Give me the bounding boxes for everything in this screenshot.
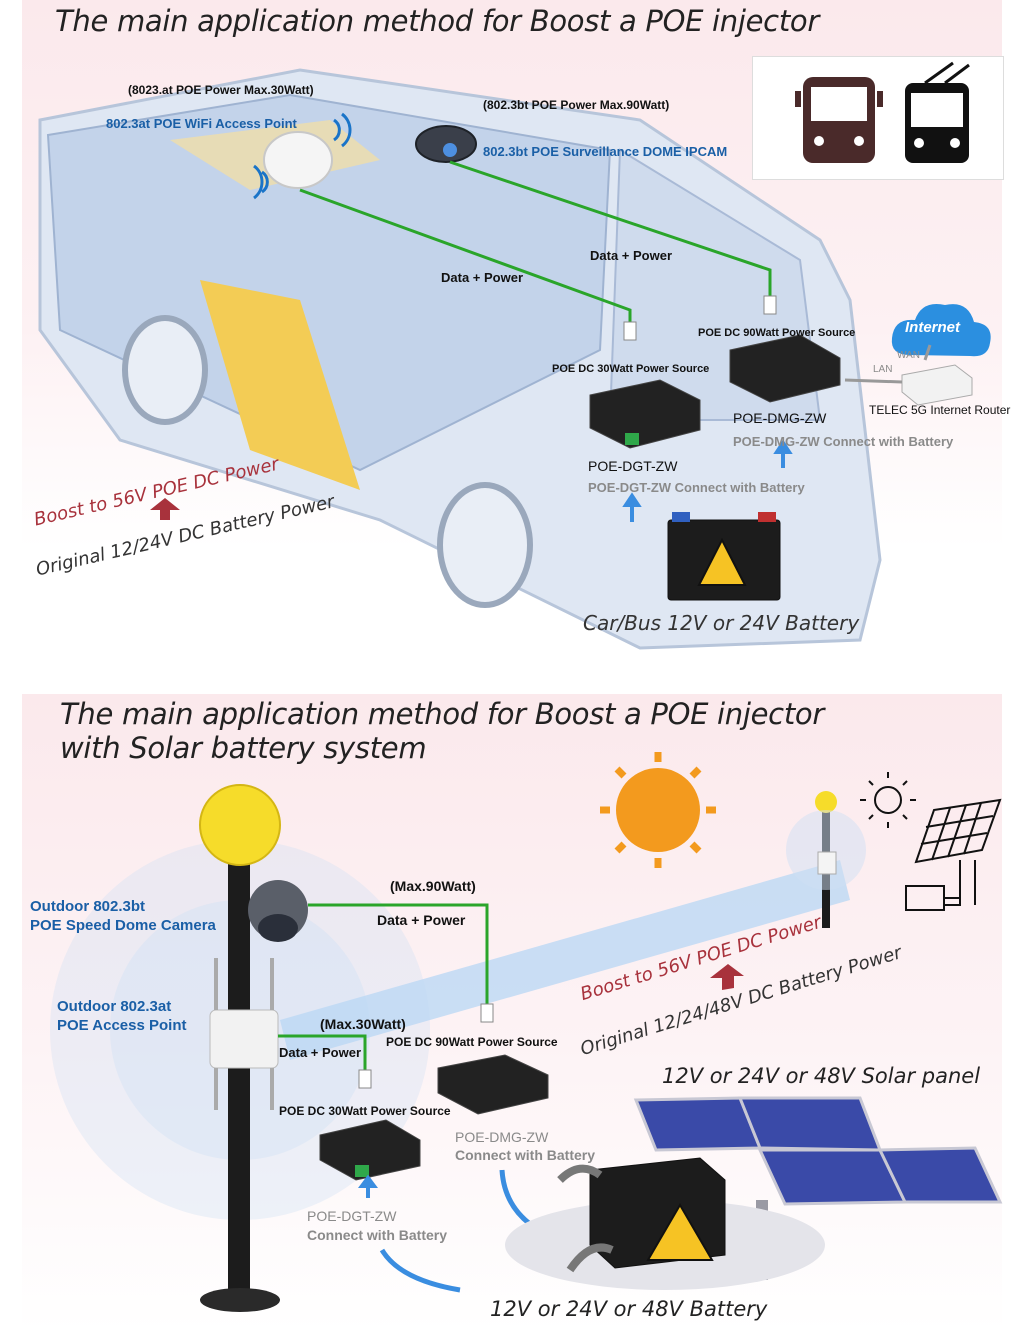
battery-clamp-right xyxy=(557,1164,603,1183)
section1-title: The main application method for Boost a … xyxy=(55,4,819,38)
data-power-label-ap: Data + Power xyxy=(441,270,524,285)
ap-label-line2: POE Access Point xyxy=(57,1017,187,1034)
max90-label: (Max.90Watt) xyxy=(390,878,476,894)
at-power-label: (8023.at POE Power Max.30Watt) xyxy=(128,83,314,97)
dome-cam-label: 802.3bt POE Surveillance DOME IPCAM xyxy=(483,144,728,159)
dmg-name-label: POE-DMG-ZW xyxy=(733,410,827,426)
source-90-label-2: POE DC 90Watt Power Source xyxy=(386,1035,558,1049)
source-30-label-2: POE DC 30Watt Power Source xyxy=(279,1104,451,1118)
cam-label-line1: Outdoor 802.3bt xyxy=(30,898,146,915)
cable-ap xyxy=(278,1034,367,1072)
solar-panel-label: 12V or 24V or 48V Solar panel xyxy=(662,1064,981,1088)
internet-label: Internet xyxy=(905,319,961,336)
cable-dome xyxy=(308,903,489,1005)
bus-wheel-front xyxy=(437,482,533,608)
wan-label: WAN xyxy=(897,350,920,361)
dgt-injector-device-2 xyxy=(319,1119,421,1181)
arrow-curve-dgt xyxy=(379,1248,461,1293)
solar-panel-array xyxy=(633,1096,1003,1280)
dome-camera-device xyxy=(415,125,477,163)
trolleybus-icon xyxy=(905,61,970,163)
dgt-battery-label-2: Connect with Battery xyxy=(307,1227,448,1243)
bus-icons-box xyxy=(752,56,1004,180)
cam-label-line2: POE Speed Dome Camera xyxy=(30,917,216,934)
solar-battery-warning-icon xyxy=(646,1203,714,1261)
data-power-label-dome: Data + Power xyxy=(377,912,466,928)
source-30-label: POE DC 30Watt Power Source xyxy=(552,363,710,375)
internet-cloud-icon xyxy=(891,304,991,357)
arrow-up-dgt-2 xyxy=(358,1174,378,1198)
bt-power-label: (802.3bt POE Power Max.90Watt) xyxy=(483,98,670,112)
lan-label: LAN xyxy=(873,364,893,375)
section2-title-line1: The main application method for Boost a … xyxy=(60,697,824,731)
lamp-pole xyxy=(228,860,250,1300)
distant-wifi-rings xyxy=(786,810,866,890)
source-90-label: POE DC 90Watt Power Source xyxy=(698,327,856,339)
bus-diagram xyxy=(38,68,991,650)
cable-cam xyxy=(449,160,772,298)
bus-front-icon xyxy=(795,77,883,163)
router-lan-cable xyxy=(844,378,903,384)
bus-wheel-rear xyxy=(122,315,208,425)
data-power-label-outdoor-ap: Data + Power xyxy=(279,1045,362,1060)
sun-icon xyxy=(616,768,700,852)
dgt-name-label: POE-DGT-ZW xyxy=(588,458,678,474)
section2-title-line2: with Solar battery system xyxy=(60,731,427,765)
solar-battery-label: 12V or 24V or 48V Battery xyxy=(490,1297,768,1321)
solar-application-panel xyxy=(22,694,1002,1332)
arrow-up-dgt xyxy=(622,492,642,522)
data-power-label-cam: Data + Power xyxy=(590,248,673,263)
battery-label: Car/Bus 12V or 24V Battery xyxy=(583,611,860,635)
ap-label-line1: Outdoor 802.3at xyxy=(57,998,172,1015)
battery-clamp-left xyxy=(566,1243,614,1273)
wifi-ap-label: 802.3at POE WiFi Access Point xyxy=(106,116,297,131)
rj45-connector-1 xyxy=(623,321,637,341)
dmg-battery-label-2: Connect with Battery xyxy=(455,1147,596,1163)
max30-label: (Max.30Watt) xyxy=(320,1016,406,1032)
dmg-name-label-2: POE-DMG-ZW xyxy=(455,1129,549,1145)
arrow-up-dmg xyxy=(773,439,793,468)
wifi-signal-left xyxy=(253,164,269,200)
lamp-globe xyxy=(199,784,281,866)
outdoor-ap-device xyxy=(209,1009,279,1069)
light-beam xyxy=(280,860,850,1060)
dgt-battery-label: POE-DGT-ZW Connect with Battery xyxy=(588,480,805,495)
boost-arrow-icon xyxy=(150,498,180,520)
dgt-injector-device xyxy=(589,379,701,449)
router-device xyxy=(901,364,973,406)
battery-warning-icon xyxy=(697,537,747,586)
dmg-battery-label: POE-DMG-ZW Connect with Battery xyxy=(733,434,954,449)
router-wan-cable xyxy=(923,344,932,361)
dgt-name-label-2: POE-DGT-ZW xyxy=(307,1208,397,1224)
dmg-injector-device xyxy=(729,334,841,403)
cable-ap xyxy=(299,188,632,325)
rj45-connector-2 xyxy=(763,295,777,315)
bus-stripe xyxy=(200,280,360,490)
router-label: TELEC 5G Internet Router xyxy=(869,403,1011,417)
boost-arrow-icon-2 xyxy=(710,964,744,990)
wifi-signal-right xyxy=(333,112,352,148)
dmg-injector-device-2 xyxy=(437,1054,549,1115)
wifi-ap-device xyxy=(263,131,333,189)
solar-system-icon xyxy=(860,772,1002,911)
